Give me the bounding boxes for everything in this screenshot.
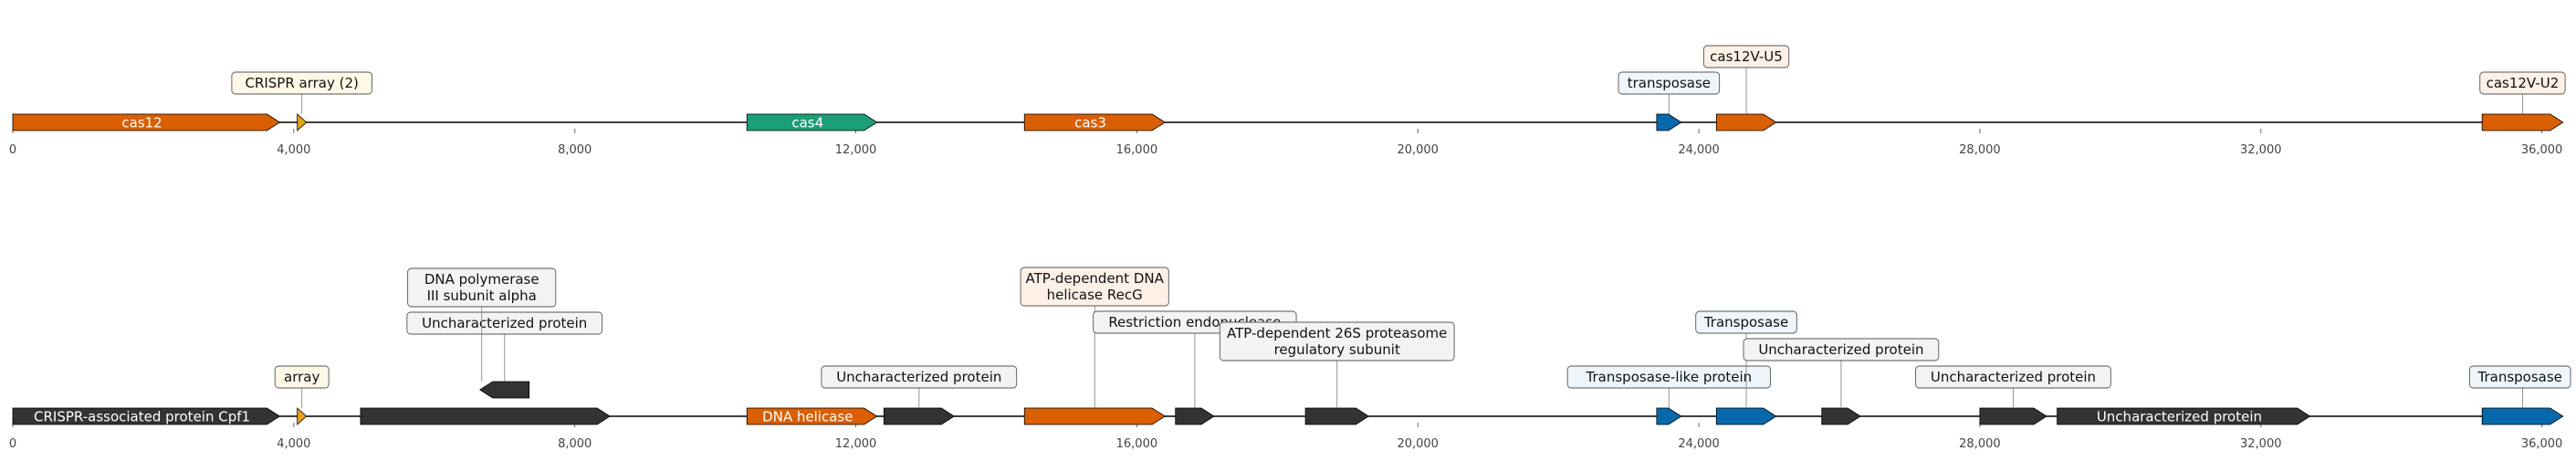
gene-label: CRISPR-associated protein Cpf1 [34,409,250,425]
gene-label: Uncharacterized protein [2097,409,2262,425]
callout-box [1702,45,1790,68]
axis-tick-label: 8,000 [558,143,592,157]
callout-line: Transposase [1703,314,1788,330]
callout-box [274,365,330,389]
callout-label: CRISPR array (2) [245,75,358,91]
gene-arrow[interactable] [1304,407,1370,425]
axis-tick-label: 8,000 [558,437,592,451]
callout-label: Transposase [2477,369,2562,385]
callout-label: Transposase-like protein [1586,369,1753,385]
gene-arrow[interactable] [1175,407,1215,425]
callout-label: array [284,369,319,385]
gene-arrow[interactable] [1821,407,1861,425]
callout-line: Transposase-like protein [1586,369,1753,385]
callout-box [1915,365,2111,389]
gene-label: cas4 [791,115,823,131]
gene-arrow[interactable] [12,113,281,131]
gene-arrow[interactable] [746,407,878,425]
axis-tick-label: 20,000 [1397,437,1439,451]
gene-arrow[interactable] [12,407,281,425]
callout-box [406,311,603,335]
track-bottom: 0 4,000 8,000 12,000 16,000 20,000 24,000 28,00… [9,267,2571,451]
callout-label: Uncharacterized protein [1931,369,2096,385]
callout-line: CRISPR array (2) [245,75,358,91]
callout-box [231,71,372,95]
gene-arrow[interactable] [1656,407,1682,425]
callout-line: Uncharacterized protein [1931,369,2096,385]
axis-tick-label: 20,000 [1397,143,1439,157]
callout-box [1618,71,1721,95]
axis-tick-label: 4,000 [277,143,310,157]
callout-label: Uncharacterized protein [422,315,587,331]
callout-label: cas12V-U5 [1710,48,1783,65]
axis-tick-label: 0 [9,143,16,157]
callout-line: regulatory subunit [1274,341,1400,358]
callout-label: transposase [1628,75,1711,91]
callout-label: Uncharacterized protein [1758,341,1923,358]
axis-tick-label: 12,000 [835,437,877,451]
callout-box [1743,338,1940,361]
gene-arrow[interactable] [883,407,956,425]
callout-label: Uncharacterized protein [836,369,1001,385]
callout-line: DNA polymerase [424,271,539,288]
callout-box [1695,310,1797,334]
gene-arrow[interactable] [2481,113,2564,131]
axis-tick-label: 12,000 [835,143,877,157]
callout-label: cas12V-U2 [2487,75,2560,91]
callout-line: cas12V-U5 [1710,48,1783,65]
callout-box [1566,365,1772,389]
gene-arrow[interactable] [1656,113,1682,131]
callout-box [2468,365,2571,389]
axis-tick-label: 32,000 [2240,143,2282,157]
callout-box [821,365,1018,389]
track-top: 0 4,000 8,000 12,000 16,000 20,000 24,000 28,00… [9,45,2566,157]
axis-tick-label: 16,000 [1116,437,1158,451]
gene-arrow[interactable] [1715,407,1777,425]
gene-arrow[interactable] [360,407,611,425]
gene-arrow[interactable] [297,113,308,131]
axis-tick-label: 24,000 [1678,437,1720,451]
callout-line: Uncharacterized protein [1758,341,1923,358]
axis-tick-label: 4,000 [277,437,310,451]
callout-box [1219,321,1455,361]
callout-line: cas12V-U2 [2487,75,2560,91]
callout-line: array [284,369,319,385]
gene-arrow[interactable] [297,407,308,425]
gene-arrow[interactable] [746,113,878,131]
callout-line: Uncharacterized protein [836,369,1001,385]
gene-arrow[interactable] [2057,407,2311,425]
callout-label: Transposase [1703,314,1788,330]
gene-label: cas12 [121,115,162,131]
axis-tick-label: 0 [9,437,16,451]
gene-arrow[interactable] [1023,113,1166,131]
gene-arrow[interactable] [1979,407,2047,425]
callout-box [2479,71,2566,95]
gene-arrow[interactable] [479,381,530,399]
gene-arrow[interactable] [1715,113,1777,131]
axis-tick-label: 36,000 [2521,437,2563,451]
axis-tick-label: 28,000 [1959,143,2001,157]
callout-line: helicase RecG [1047,287,1143,303]
gene-label: cas3 [1074,115,1106,131]
callout-line: ATP-dependent DNA [1026,270,1165,287]
gene-label: DNA helicase [762,409,853,425]
axis-tick-label: 36,000 [2521,143,2563,157]
gene-arrow[interactable] [1023,407,1166,425]
callout-box [1020,267,1169,307]
callout-line: III subunit alpha [427,288,537,304]
callout-line: Uncharacterized protein [422,315,587,331]
callout-line: Transposase [2477,369,2562,385]
axis-tick-label: 16,000 [1116,143,1158,157]
callout-line: transposase [1628,75,1711,91]
axis-tick-label: 28,000 [1959,437,2001,451]
axis-tick-label: 32,000 [2240,437,2282,451]
callout-box [407,267,557,308]
callout-line: ATP-dependent 26S proteasome [1227,325,1447,341]
axis-tick-label: 24,000 [1678,143,1720,157]
gene-arrow[interactable] [2481,407,2564,425]
